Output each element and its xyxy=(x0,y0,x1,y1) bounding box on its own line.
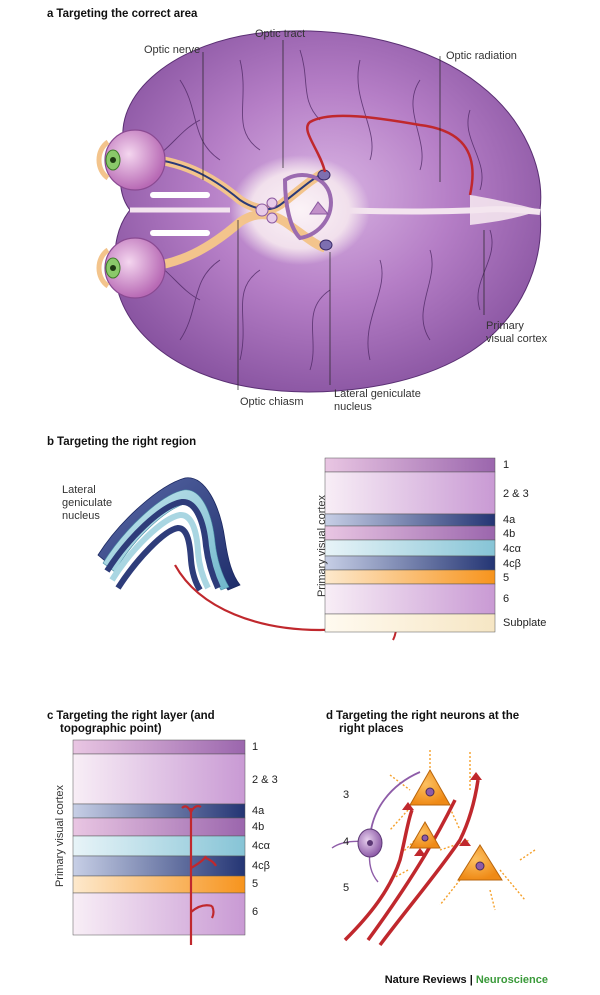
label-lgn-line1: Lateral geniculate xyxy=(334,388,421,400)
orange-neuron-middle xyxy=(409,820,441,849)
label-lgn-a: Lateral geniculate nucleus xyxy=(334,388,421,414)
panel-d-layer-3: 3 xyxy=(343,789,350,801)
panel-a-leader-lines xyxy=(202,40,485,390)
panel-d-neurons xyxy=(331,750,536,947)
panel-a-title-text: Targeting the correct area xyxy=(56,8,198,20)
vertical-label-cortex-b: Primary visual cortex xyxy=(316,494,328,598)
layer-label-b-5: 5 xyxy=(503,572,510,584)
panel-d-title-line2: right places xyxy=(339,723,404,735)
panel-d-letter: d xyxy=(326,710,334,722)
journal-credit: Nature Reviews | Neuroscience xyxy=(385,974,548,986)
panel-a-brain-illustration xyxy=(96,30,542,393)
label-lgn-b-line1: Lateral xyxy=(62,484,96,496)
panel-d-layer-5: 5 xyxy=(343,882,350,894)
optic-radiation-path xyxy=(306,114,474,196)
layer-label-b-2-3: 2 & 3 xyxy=(503,488,529,500)
journal-name: Nature Reviews xyxy=(384,974,467,986)
layer-label-b-1: 1 xyxy=(503,459,510,471)
label-optic-nerve: Optic nerve xyxy=(144,44,201,56)
vertical-label-cortex-c: Primary visual cortex xyxy=(54,784,66,888)
panel-b-cortex-layers xyxy=(324,457,496,633)
orange-neuron-bottom xyxy=(457,844,503,881)
label-lgn-b-line2: geniculate xyxy=(62,497,113,509)
panel-c-cortex-layers xyxy=(72,739,246,936)
orange-neuron-top xyxy=(409,768,451,806)
layer-label-c-4c-alpha: 4cα xyxy=(252,840,270,852)
panel-c-letter: c xyxy=(47,710,54,722)
label-primary-visual-cortex-line2: visual cortex xyxy=(486,333,548,345)
layer-label-c-1: 1 xyxy=(252,741,259,753)
eye-upper xyxy=(96,129,166,191)
layer-label-c-4c-beta: 4cβ xyxy=(252,860,270,872)
layer-label-c-5: 5 xyxy=(252,878,259,890)
layer-label-b-4a: 4a xyxy=(503,514,516,526)
layer-label-c-4b: 4b xyxy=(252,821,265,833)
layer-label-c-4a: 4a xyxy=(252,805,265,817)
label-lgn-line2: nucleus xyxy=(334,401,372,413)
label-lgn-b: Lateral geniculate nucleus xyxy=(62,484,112,523)
layer-label-b-4b: 4b xyxy=(503,528,516,540)
journal-separator: | xyxy=(466,974,476,986)
label-primary-visual-cortex-line1: Primary xyxy=(486,320,524,332)
panel-d-title-line1: Targeting the right neurons at the xyxy=(336,710,520,722)
panel-a-letter: a xyxy=(47,8,54,20)
layer-label-b-6: 6 xyxy=(503,593,510,605)
eye-lower xyxy=(96,237,166,299)
brain-sulci xyxy=(149,49,493,371)
layer-label-b-subplate: Subplate xyxy=(503,617,547,629)
panel-b-letter: b xyxy=(47,436,55,448)
layer-label-c-2-3: 2 & 3 xyxy=(252,774,278,786)
purple-neuron xyxy=(331,771,421,883)
label-optic-chiasm: Optic chiasm xyxy=(240,396,304,408)
panel-b-title-text: Targeting the right region xyxy=(57,436,197,448)
label-optic-radiation: Optic radiation xyxy=(446,50,517,62)
panel-c-title-line1: Targeting the right layer (and xyxy=(56,710,215,722)
panel-c-axon xyxy=(181,804,217,945)
label-primary-visual-cortex-a: Primary visual cortex xyxy=(486,320,547,346)
label-optic-tract: Optic tract xyxy=(255,28,306,40)
layer-label-c-6: 6 xyxy=(252,906,259,918)
journal-section: Neuroscience xyxy=(475,974,548,986)
panel-d-layer-4: 4 xyxy=(343,836,350,848)
label-lgn-b-line3: nucleus xyxy=(62,510,100,522)
layer-label-b-4c-alpha: 4cα xyxy=(503,543,521,555)
panel-c-title-line2: topographic point) xyxy=(60,723,162,735)
layer-label-b-4c-beta: 4cβ xyxy=(503,558,521,570)
